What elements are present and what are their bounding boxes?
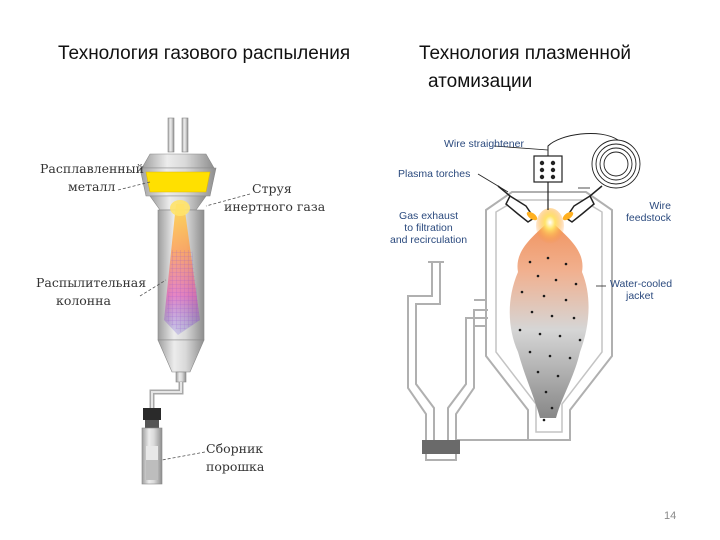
label-molten-metal: Расплавленный металл bbox=[40, 160, 144, 196]
label-water-cooled-jacket-line1: Water-cooled bbox=[610, 278, 673, 290]
gas-feed-pipe-left bbox=[167, 117, 175, 153]
label-molten-metal-line2: металл bbox=[68, 179, 116, 194]
collected-powder bbox=[146, 460, 158, 480]
label-gas-exhaust-line1: Gas exhaust bbox=[399, 210, 458, 222]
label-molten-metal-line1: Расплавленный bbox=[40, 161, 144, 176]
wire-straightener-box bbox=[533, 155, 563, 183]
gas-exhaust-duct bbox=[407, 261, 536, 461]
label-spray-column-line2: колонна bbox=[56, 293, 111, 308]
label-gas-jet-line1: Струя bbox=[252, 181, 292, 196]
column-cone bbox=[157, 339, 205, 373]
column-outlet bbox=[175, 371, 187, 383]
page-number: 14 bbox=[664, 510, 677, 522]
plasma-plume bbox=[509, 222, 589, 418]
collector-valve bbox=[143, 408, 161, 420]
label-powder-collector-line1: Сборник bbox=[206, 441, 264, 456]
label-wire-straightener: Wire straightener bbox=[444, 138, 524, 150]
label-wire-feedstock-line2: feedstock bbox=[626, 212, 671, 224]
powder-particles bbox=[518, 256, 582, 422]
label-wire-feedstock-line1: Wire bbox=[649, 200, 671, 212]
nozzle-flame bbox=[170, 200, 190, 216]
label-gas-jet-line2: инертного газа bbox=[224, 199, 326, 214]
plasma-atomizer bbox=[407, 133, 641, 461]
label-wire-feedstock: Wire feedstock bbox=[626, 200, 671, 224]
label-spray-column-line1: Распылительная bbox=[36, 275, 147, 290]
wire-spool bbox=[591, 139, 641, 189]
plasma-torch-left bbox=[505, 194, 536, 223]
label-gas-exhaust: Gas exhaust to filtration and recirculat… bbox=[390, 210, 467, 246]
transfer-pipe bbox=[149, 382, 184, 408]
gas-atomization-title: Технология газового распыления bbox=[58, 43, 351, 64]
spray-plume-grid bbox=[166, 250, 200, 332]
label-gas-exhaust-line3: and recirculation bbox=[390, 234, 468, 246]
molten-metal bbox=[145, 171, 211, 193]
plasma-flame bbox=[536, 208, 564, 244]
gas-feed-pipe-right bbox=[181, 117, 189, 153]
label-water-cooled-jacket-line2: jacket bbox=[626, 290, 654, 302]
crucible-cap bbox=[141, 153, 215, 169]
label-spray-column: Распылительная колонна bbox=[36, 274, 146, 310]
label-gas-jet: Струя инертного газа bbox=[224, 180, 325, 216]
water-cooled-jacket bbox=[485, 191, 613, 441]
label-gas-exhaust-line2: to filtration bbox=[404, 222, 453, 234]
label-powder-collector-line2: порошка bbox=[206, 459, 265, 474]
label-plasma-torches: Plasma torches bbox=[398, 168, 471, 180]
plasma-torch-right bbox=[564, 194, 595, 223]
plasma-atomization-title-line1: Технология плазменной bbox=[419, 43, 632, 64]
label-water-cooled-jacket: Water-cooled jacket bbox=[610, 278, 672, 302]
gas-atomizer bbox=[117, 117, 251, 485]
label-powder-collector: Сборник порошка bbox=[206, 440, 264, 476]
exhaust-collector-powder bbox=[422, 440, 460, 454]
plasma-atomization-title-line2: атомизации bbox=[428, 71, 533, 92]
